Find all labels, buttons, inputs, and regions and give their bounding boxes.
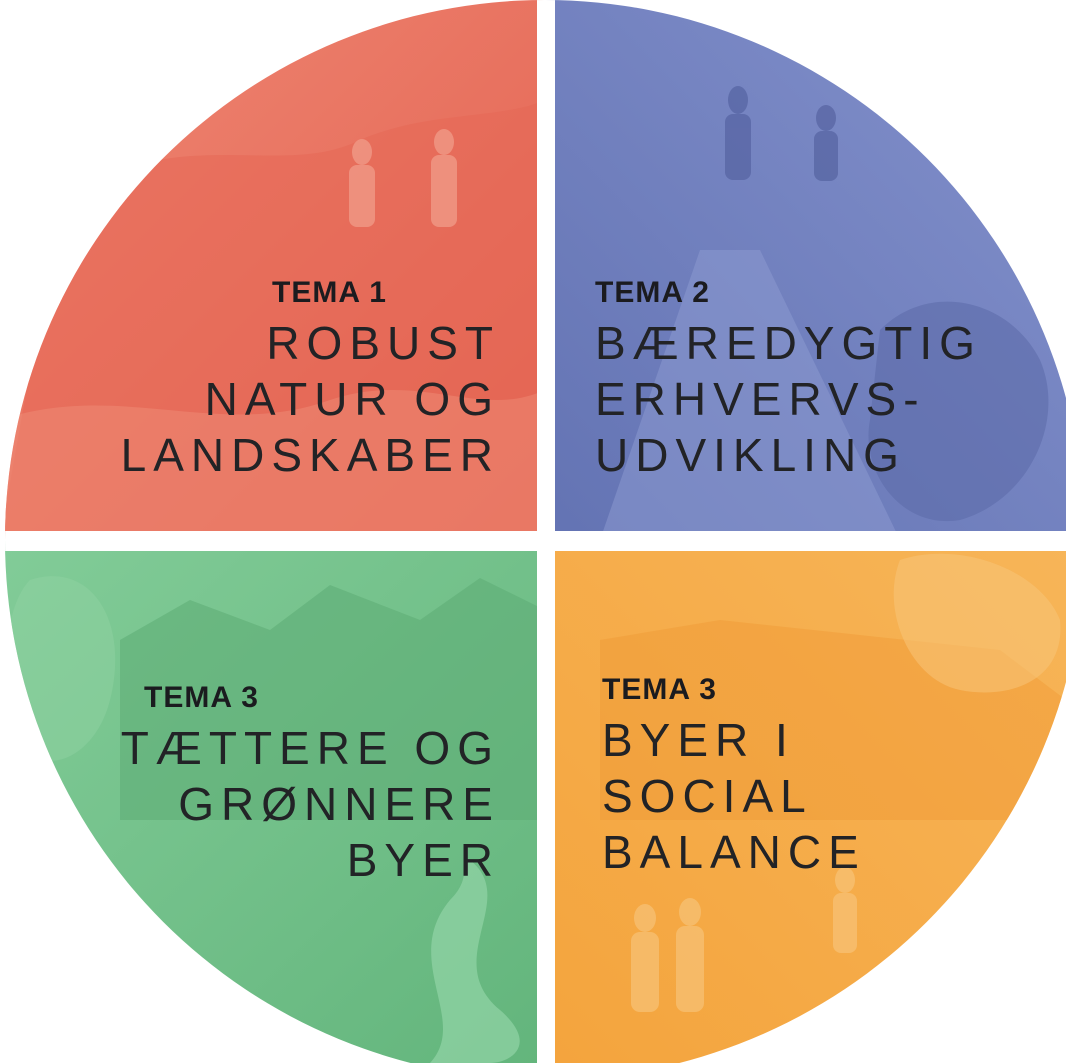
quadrant-2-tree-shape xyxy=(868,301,1049,522)
tema-2-title-line-3: UDVIKLING xyxy=(595,429,906,481)
quadrant-tema-3-b xyxy=(545,540,1066,1063)
quadrant-1-ridge-shape xyxy=(5,390,545,540)
tema-3-title-line-1: TÆTTERE OG xyxy=(120,722,500,774)
tema-4-label: TEMA 3 BYER I SOCIAL BALANCE xyxy=(602,672,1042,880)
tema-4-kicker: TEMA 3 xyxy=(602,673,717,706)
tema-4-title-line-1: BYER I xyxy=(602,714,795,766)
tema-3-label: TEMA 3 TÆTTERE OG GRØNNERE BYER xyxy=(20,680,500,888)
tema-1-label: TEMA 1 ROBUST NATUR OG LANDSKABER xyxy=(20,275,500,483)
tema-2-title-line-2: ERHVERVS- xyxy=(595,373,926,425)
tema-1-title-line-1: ROBUST xyxy=(266,317,500,369)
tema-1-title-line-2: NATUR OG xyxy=(204,373,500,425)
quadrant-tema-2 xyxy=(545,0,1066,540)
tema-1-kicker: TEMA 1 xyxy=(272,276,387,309)
quadrant-4-people-silhouettes xyxy=(631,867,857,1012)
tema-2-title-line-1: BÆREDYGTIG xyxy=(595,317,982,369)
horizontal-divider xyxy=(5,531,1066,551)
tema-1-title-line-3: LANDSKABER xyxy=(120,429,500,481)
quadrant-1-hill-shape xyxy=(5,100,545,540)
quadrant-3-river-shape xyxy=(430,860,520,1063)
quadrant-3-rooftops-shape xyxy=(120,578,545,820)
tema-3-kicker: TEMA 3 xyxy=(144,681,259,714)
tema-3-title-line-3: BYER xyxy=(346,834,500,886)
quadrant-2-people-silhouettes xyxy=(725,86,838,181)
quadrant-1-people-silhouettes xyxy=(349,129,457,227)
tema-2-kicker: TEMA 2 xyxy=(595,276,710,309)
quadrant-tema-1 xyxy=(5,0,545,540)
tema-2-label: TEMA 2 BÆREDYGTIG ERHVERVS- UDVIKLING xyxy=(595,275,1055,483)
tema-4-title-line-2: SOCIAL xyxy=(602,770,813,822)
tema-4-title-line-3: BALANCE xyxy=(602,826,866,878)
quadrant-2-street-shape xyxy=(600,250,900,540)
quadrant-4-tree-shape xyxy=(893,553,1061,693)
tema-3-title-line-2: GRØNNERE xyxy=(178,778,500,830)
